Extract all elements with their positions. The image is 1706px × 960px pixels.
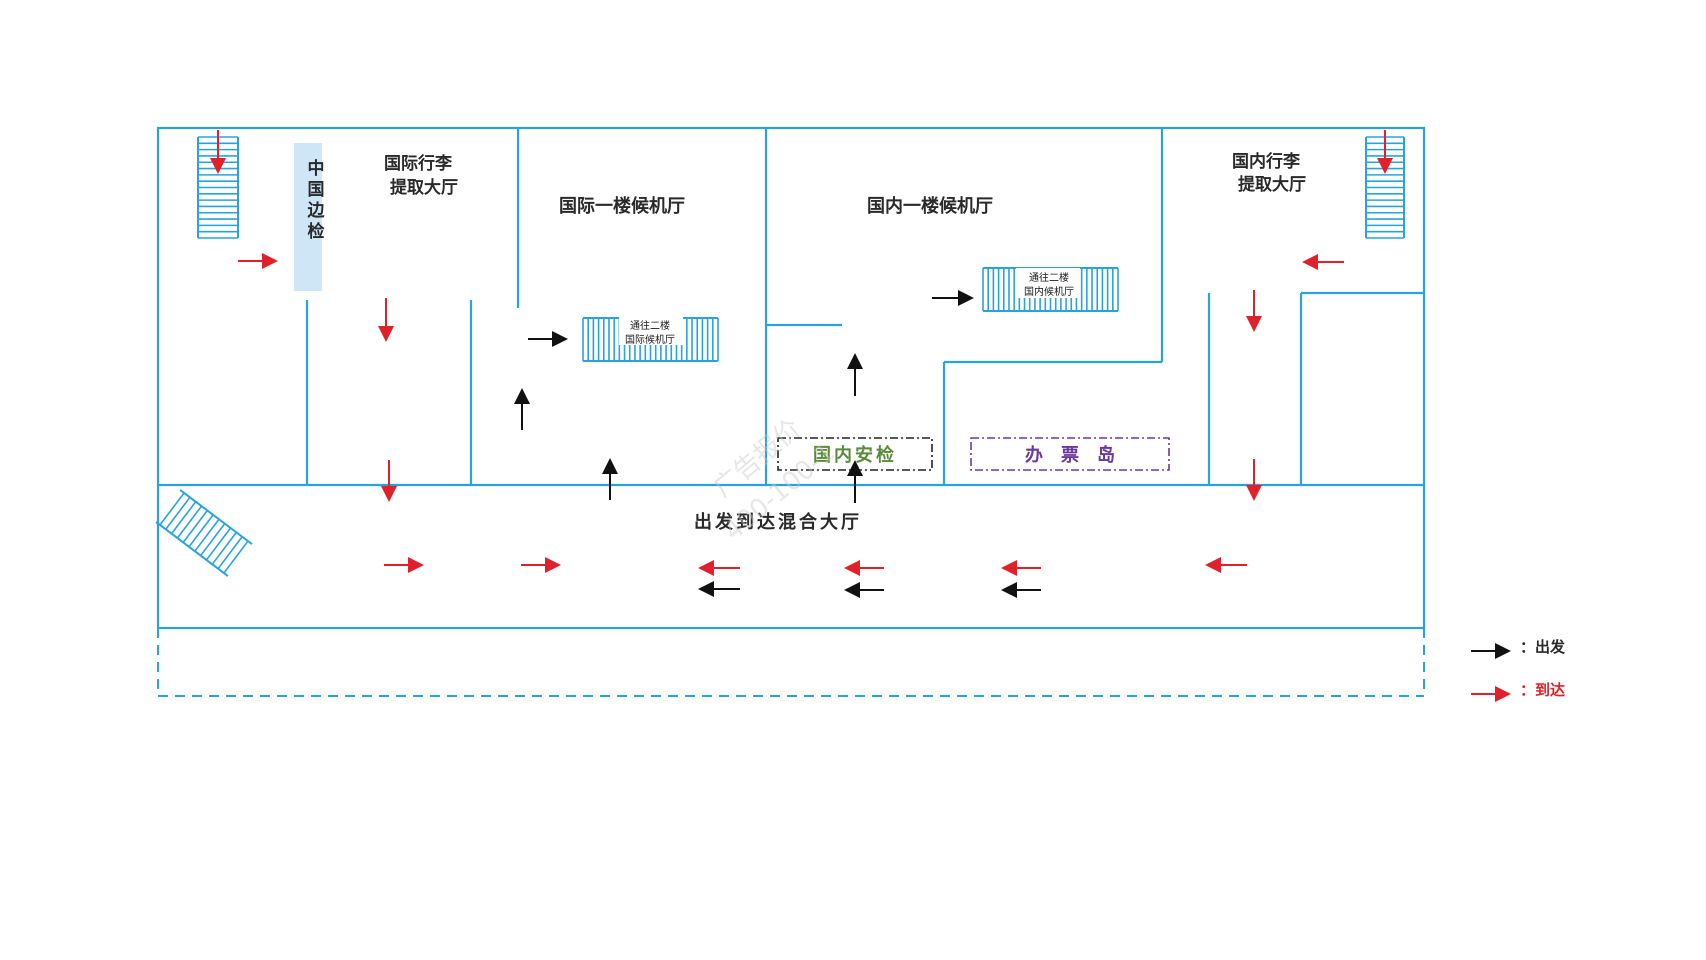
ticket-island-label: 办 票 岛 [1025,444,1115,466]
curb-zone [157,628,1425,697]
stairs-intl-label-2: 国际候机厅 [625,333,675,346]
stair-step [165,496,191,530]
border-check-char-4: 检 [308,221,325,242]
border-check-char-2: 国 [308,180,325,200]
dom-security-label: 国内安检 [813,444,897,466]
stair-step [182,509,208,543]
stair-step [217,536,243,570]
stairs-dom-label-bg [1016,268,1080,298]
legend-departure-label: ：出发 [1520,638,1566,656]
dom-baggage-label-2: 提取大厅 [1238,174,1306,195]
stair-step [170,501,197,535]
legend: ：出发 ：到达 [1471,638,1566,702]
border-check-booth [294,143,322,291]
intl-waiting-hall-label: 国际一楼候机厅 [559,195,685,217]
mixed-hall-label: 出发到达混合大厅 [694,511,862,533]
stairs-intl-label-1: 通往二楼 [630,319,670,332]
legend-arrival-label: ：到达 [1520,681,1565,699]
border-check-char-1: 中 [308,158,325,179]
border-check-char-3: 边 [307,201,326,221]
arrival-arrows [210,130,1393,576]
dom-baggage-label-1: 国内行李 [1232,151,1300,172]
stair-step [223,540,249,574]
intl-baggage-label-2: 提取大厅 [390,177,458,198]
stairs-dom-label-2: 国内候机厅 [1024,285,1074,298]
stair-step [205,527,232,561]
stair-step [194,518,220,552]
stair-step [200,523,226,557]
stairs-southwest [155,489,253,577]
ticket-island-box [970,437,1170,471]
intl-baggage-label-1: 国际行李 [384,153,452,174]
stairs-intl-label-bg [619,315,683,345]
outer-wall [156,126,1426,630]
stairs-dom-label-1: 通往二楼 [1029,271,1069,284]
dom-waiting-hall-label: 国内一楼候机厅 [867,195,993,217]
stair-step [176,505,203,539]
stair-step [159,492,185,526]
departure-arrows [514,290,1041,598]
stair-step [188,514,214,548]
building-walls [156,126,1426,630]
stair-step [211,531,237,565]
